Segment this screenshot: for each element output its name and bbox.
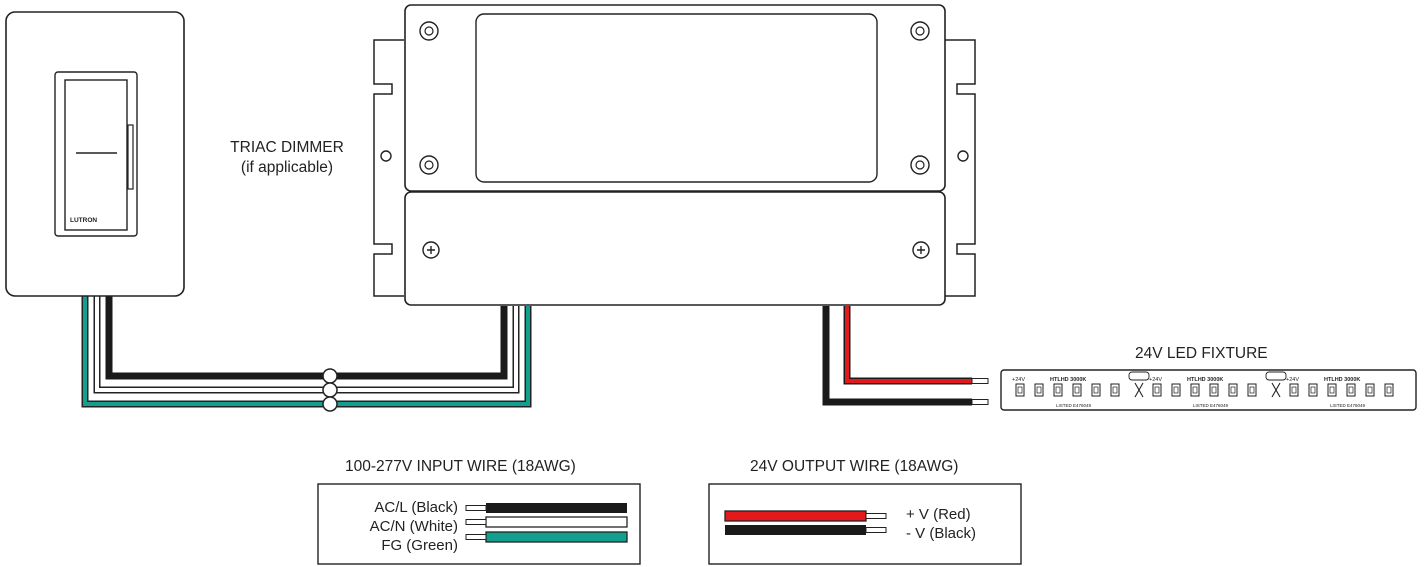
strip-voltage-mark: +24V [1012, 377, 1025, 383]
legend-red-wire [724, 510, 867, 522]
output-legend-labels: + V (Red) - V (Black) [906, 505, 1016, 545]
led-chip [1072, 383, 1082, 397]
legend-label-acn: AC/N (White) [369, 518, 458, 535]
strip-cut-mark [1271, 382, 1281, 398]
led-strip: +24V HTLHD 3000K LISTED E476049 +24V HTLHD 3… [1000, 369, 1417, 411]
dimmer-slider [127, 124, 134, 190]
led-chip [1308, 383, 1318, 397]
dimmer-brand: LUTRON [70, 217, 97, 224]
strip-model-mark: HTLHD 3000K [1050, 377, 1086, 383]
dimmer-paddle [64, 79, 128, 231]
terminal-screw [422, 241, 930, 259]
black-output-wire [822, 306, 972, 406]
led-chip [1228, 383, 1238, 397]
led-chip [1346, 383, 1356, 397]
led-chip [1034, 383, 1044, 397]
black-wire [105, 296, 508, 380]
output-wire-title: 24V OUTPUT WIRE (18AWG) [750, 458, 959, 475]
dimmer-label: TRIAC DIMMER (if applicable) [212, 138, 362, 178]
dimmer-label-note: (if applicable) [240, 159, 334, 176]
output-legend-wires [724, 510, 887, 535]
input-wire-bundle [81, 296, 532, 412]
led-chip [1384, 383, 1394, 397]
led-chip [1053, 383, 1063, 397]
legend-label-plus-v: + V (Red) [906, 506, 971, 523]
led-driver [373, 4, 976, 306]
led-chip [1190, 383, 1200, 397]
led-chip [1091, 383, 1101, 397]
led-chip [1289, 383, 1299, 397]
led-chip [1152, 383, 1162, 397]
left-mounting-flange [373, 39, 404, 297]
led-chip [1209, 383, 1219, 397]
legend-black-wire [486, 503, 627, 513]
led-strip-body [1000, 369, 1417, 411]
legend-green-wire [485, 531, 628, 543]
driver-terminal-cover [404, 191, 946, 306]
legend-label-fg: FG (Green) [381, 537, 458, 554]
strip-listing-mark: LISTED E476049 [1056, 403, 1092, 408]
strip-model-mark: HTLHD 3000K [1187, 377, 1223, 383]
strip-voltage-mark: +24V [1149, 377, 1162, 383]
led-chip [1015, 383, 1025, 397]
output-wire-bundle [822, 306, 989, 406]
strip-listing-mark: LISTED E476049 [1193, 403, 1229, 408]
strip-cut-mark [1134, 382, 1144, 398]
led-chip [1365, 383, 1375, 397]
input-wire-title: 100-277V INPUT WIRE (18AWG) [345, 458, 576, 475]
triac-dimmer: LUTRON [5, 11, 185, 297]
legend-label-acl: AC/L (Black) [374, 499, 458, 516]
legend-label-minus-v: - V (Black) [906, 525, 977, 542]
right-mounting-flange [945, 39, 976, 297]
legend-white-wire [485, 516, 628, 528]
led-chip [1110, 383, 1120, 397]
output-wire-legend-box [708, 483, 1022, 565]
legend-black-output-wire [725, 525, 866, 535]
input-legend-wires [465, 503, 628, 543]
driver-label-area [475, 13, 878, 183]
led-chip [1247, 383, 1257, 397]
wire-connector [322, 396, 338, 412]
input-legend-labels: AC/L (Black) AC/N (White) FG (Green) [318, 498, 458, 558]
driver-screw [419, 21, 930, 175]
wire-connector [322, 368, 338, 384]
strip-model-mark: HTLHD 3000K [1324, 377, 1360, 383]
led-chip [1171, 383, 1181, 397]
strip-voltage-mark: +24V [1286, 377, 1299, 383]
red-output-wire [845, 306, 972, 383]
led-fixture-label: 24V LED FIXTURE [1135, 345, 1268, 362]
dimmer-label-title: TRIAC DIMMER [230, 139, 344, 156]
strip-listing-mark: LISTED E476049 [1330, 403, 1366, 408]
wire-connector [322, 382, 338, 398]
led-chip [1327, 383, 1337, 397]
